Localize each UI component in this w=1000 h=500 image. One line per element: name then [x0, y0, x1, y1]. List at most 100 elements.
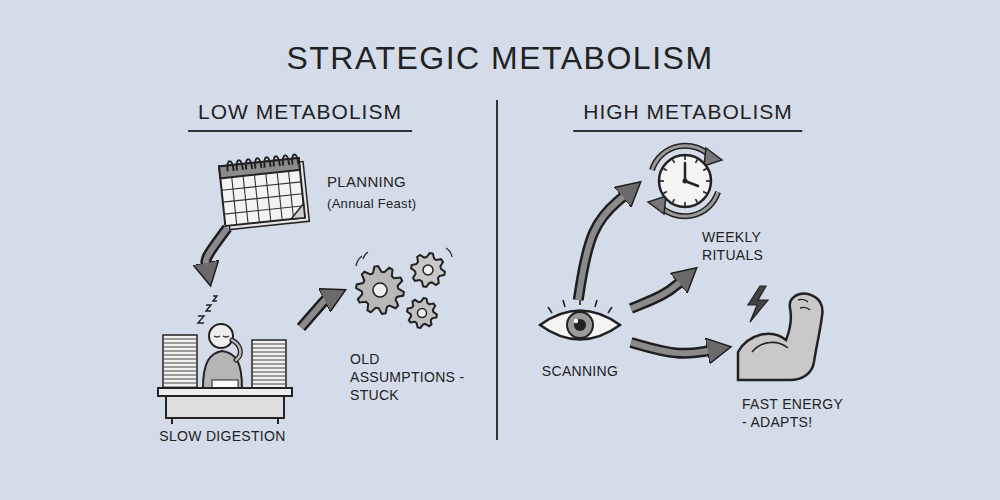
clock-cycle-icon	[706, 180, 710, 182]
gears-icon	[356, 266, 404, 314]
sleeping-worker-icon	[163, 355, 197, 356]
arrow-fill	[631, 343, 708, 354]
arrow-fill	[631, 283, 679, 309]
sleeping-worker-icon	[158, 296, 292, 424]
arrow-body	[631, 283, 679, 309]
sleeping-worker-icon	[252, 344, 286, 345]
calendar-icon	[289, 171, 294, 219]
sleeping-worker-icon	[252, 364, 286, 365]
clock-cycle-icon	[648, 146, 722, 217]
sleeping-worker-icon	[212, 380, 238, 388]
clock-cycle-icon	[660, 156, 710, 206]
calendar-icon	[219, 154, 310, 230]
arrow-body	[301, 300, 325, 328]
node-label: OLD ASSUMPTIONS - STUCK	[350, 350, 488, 405]
sleeping-worker-icon	[166, 396, 284, 418]
calendar-icon	[236, 160, 243, 171]
node-label: FAST ENERGY - ADAPTS!	[742, 395, 846, 431]
sleeping-worker-icon	[163, 339, 197, 340]
gears-icon	[407, 298, 437, 328]
sleeping-worker-icon	[252, 360, 286, 361]
calendar-icon	[245, 159, 252, 170]
icon-node: SLOW DIGESTION	[150, 285, 301, 455]
icon-node: WEEKLY RITUALS	[640, 140, 800, 268]
clock-cycle-icon	[703, 192, 706, 194]
icon-node: SCANNING	[535, 300, 631, 385]
clock-cycle-icon	[683, 179, 688, 184]
flow-arrow	[631, 343, 708, 354]
eye-icon	[540, 311, 620, 340]
flexed-arm-icon	[748, 286, 768, 322]
node-label: WEEKLY RITUALS	[702, 228, 787, 264]
clock-cycle-icon	[663, 169, 666, 171]
calendar-icon	[219, 158, 305, 226]
arrow-fill	[206, 228, 227, 263]
flow-arrow	[206, 228, 227, 263]
calendar-icon	[277, 172, 282, 220]
flow-arrow	[301, 300, 325, 328]
gears-icon	[418, 309, 427, 318]
flexed-arm-icon	[738, 286, 822, 380]
calendar-icon	[222, 182, 302, 190]
calendar-icon	[273, 156, 280, 167]
calendar-icon	[220, 170, 305, 226]
calendar-icon	[264, 157, 271, 168]
clock-cycle-icon	[663, 192, 666, 194]
calendar-icon	[282, 155, 289, 166]
calendar-icon	[243, 176, 248, 224]
diagram-title: STRATEGIC METABOLISM	[0, 40, 1000, 77]
clock-cycle-icon	[684, 156, 686, 160]
eye-icon	[574, 319, 586, 331]
sleeping-worker-icon	[277, 418, 279, 424]
calendar-icon	[254, 175, 259, 223]
calendar-icon	[232, 177, 237, 225]
flexed-arm-icon	[752, 342, 788, 352]
sleeping-worker-icon	[214, 336, 229, 337]
arrow-body	[631, 343, 708, 354]
clock-cycle-icon	[673, 159, 675, 162]
divider-line	[496, 100, 498, 440]
calendar-icon	[224, 206, 304, 214]
sleeping-worker-icon	[252, 376, 286, 377]
clock-cycle-icon	[684, 202, 686, 206]
gears-icon	[423, 265, 433, 275]
section-heading: HIGH METABOLISM	[573, 100, 802, 132]
arrow-fill	[301, 300, 325, 328]
sleeping-worker-icon	[232, 340, 240, 360]
sleeping-worker-icon	[252, 380, 286, 381]
sleeping-worker-icon	[252, 340, 286, 388]
sleeping-worker-icon	[232, 340, 240, 360]
gears-icon	[373, 283, 387, 297]
sleeping-worker-icon	[171, 418, 173, 424]
arrow-body	[206, 228, 227, 263]
calendar-icon	[223, 194, 303, 202]
sleeping-worker-icon	[163, 379, 197, 380]
clock-cycle-icon	[684, 163, 687, 181]
clock-cycle-icon	[703, 169, 706, 171]
sleeping-worker-icon	[209, 324, 233, 348]
sleeping-worker-icon	[163, 343, 197, 344]
calendar-icon	[290, 204, 305, 219]
sleeping-worker-icon	[163, 375, 197, 376]
sleeping-worker-icon	[163, 383, 197, 384]
eye-icon	[574, 319, 578, 323]
section-heading: LOW METABOLISM	[188, 100, 412, 132]
gears-icon	[411, 253, 445, 287]
sleeping-worker-icon	[158, 388, 292, 396]
arrow-body	[578, 197, 623, 300]
icon-node: FAST ENERGY - ADAPTS!	[730, 285, 855, 440]
sleeping-worker-icon	[163, 351, 197, 352]
sleeping-worker-icon	[163, 359, 197, 360]
sleeping-worker-icon	[163, 335, 197, 388]
calendar-icon	[227, 161, 234, 172]
eye-icon	[567, 312, 593, 338]
sleeping-worker-icon	[163, 371, 197, 372]
clock-cycle-icon	[673, 199, 675, 202]
node-label: SLOW DIGESTION	[150, 427, 295, 445]
sleeping-worker-icon	[163, 367, 197, 368]
eye-icon	[540, 298, 620, 340]
flow-arrow	[578, 197, 623, 300]
sleeping-worker-icon	[252, 372, 286, 373]
sleeping-worker-icon	[163, 363, 197, 364]
node-label: SCANNING	[535, 362, 625, 380]
